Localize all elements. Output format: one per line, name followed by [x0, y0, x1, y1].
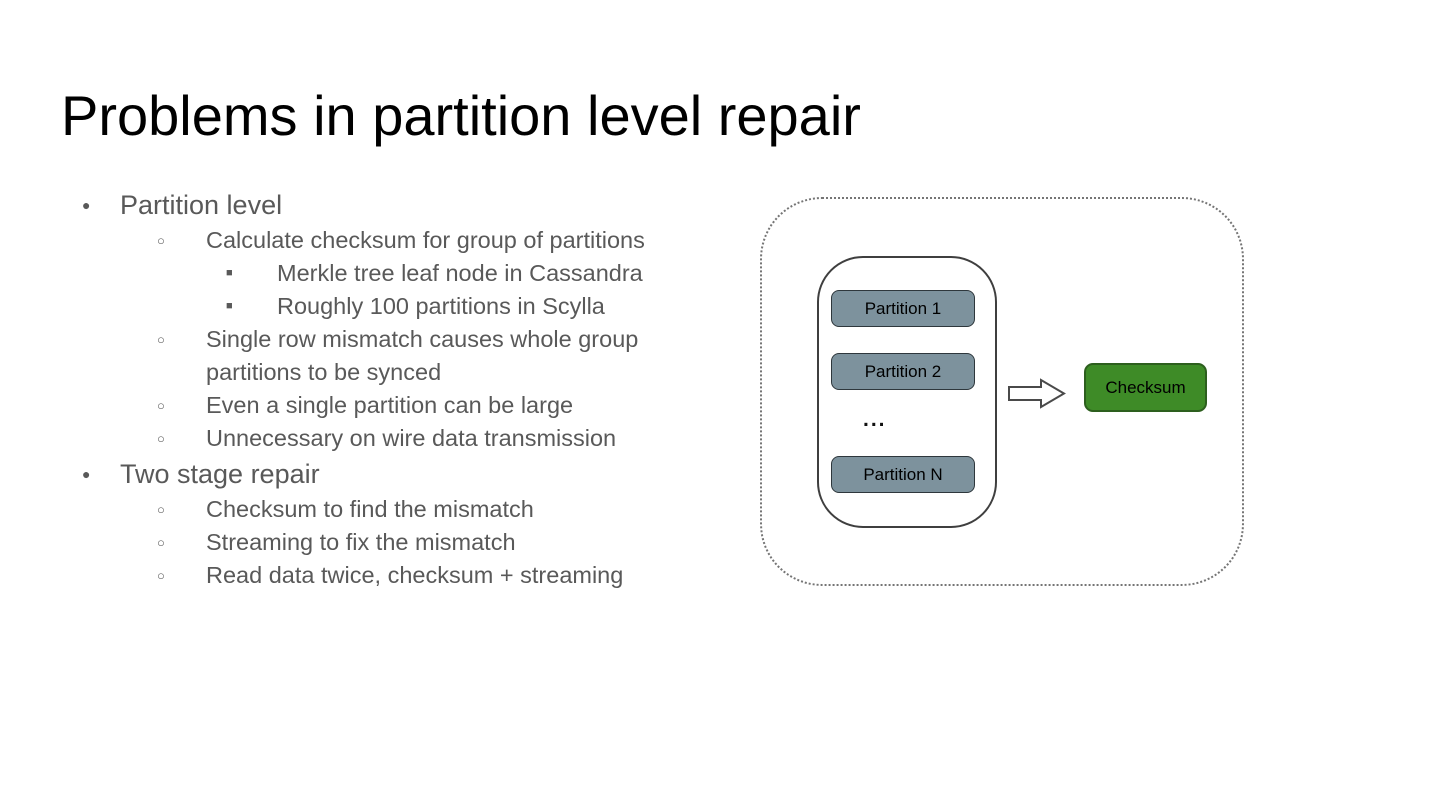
checksum-label: Checksum: [1105, 377, 1186, 397]
slide-title: Problems in partition level repair: [61, 84, 861, 147]
list-item: ○ Unnecessary on wire data transmission: [157, 422, 720, 455]
list-item: ○ Read data twice, checksum + streaming: [157, 559, 720, 592]
diagram-dotted-frame: [760, 197, 1244, 586]
partition-2-label: Partition 2: [864, 361, 942, 381]
bullet-circle-icon: ○: [157, 535, 165, 550]
list-item: ○ Streaming to fix the mismatch: [157, 526, 720, 559]
list-item-text: Even a single partition can be large: [206, 392, 574, 418]
list-item: ○ Calculate checksum for group of partit…: [157, 224, 720, 257]
list-item: ○ Even a single partition can be large: [157, 389, 720, 422]
list-item-text: Unnecessary on wire data transmission: [206, 425, 617, 451]
list-item: ○ Single row mismatch causes whole group…: [157, 323, 720, 389]
arrow-right-icon: [1008, 378, 1066, 409]
bullet-circle-icon: ○: [157, 233, 165, 248]
bullet-circle-icon: ○: [157, 431, 165, 446]
bullet-circle-icon: ○: [157, 502, 165, 517]
list-item: ■ Roughly 100 partitions in Scylla: [226, 290, 720, 323]
partition-n-label: Partition N: [863, 464, 943, 484]
list-item: ■ Merkle tree leaf node in Cassandra: [226, 257, 720, 290]
list-item-text: Streaming to fix the mismatch: [206, 529, 516, 555]
checksum-box: Checksum: [1084, 363, 1207, 412]
list-item: ● Two stage repair: [82, 455, 720, 493]
bullet-circle-icon: ○: [157, 332, 165, 347]
bullet-list: ● Partition level ○ Calculate checksum f…: [0, 186, 720, 592]
bullet-disc-icon: ●: [82, 197, 91, 213]
bullet-square-icon: ■: [226, 267, 233, 279]
list-item-text: Two stage repair: [120, 459, 320, 489]
list-item-text: Read data twice, checksum + streaming: [206, 562, 624, 588]
bullet-circle-icon: ○: [157, 398, 165, 413]
bullet-square-icon: ■: [226, 300, 233, 312]
list-item-text: Single row mismatch causes whole group p…: [206, 326, 639, 385]
partition-2-box: Partition 2: [831, 353, 975, 390]
partition-n-box: Partition N: [831, 456, 975, 493]
list-item-text: Calculate checksum for group of partitio…: [206, 227, 645, 253]
partition-1-box: Partition 1: [831, 290, 975, 327]
list-item-text: Checksum to find the mismatch: [206, 496, 534, 522]
bullet-circle-icon: ○: [157, 568, 165, 583]
list-item: ○ Checksum to find the mismatch: [157, 493, 720, 526]
list-item-text: Merkle tree leaf node in Cassandra: [277, 260, 643, 286]
list-item: ● Partition level: [82, 186, 720, 224]
list-item-text: Roughly 100 partitions in Scylla: [277, 293, 605, 319]
ellipsis-text: ...: [863, 408, 887, 431]
partition-1-label: Partition 1: [864, 298, 942, 318]
list-item-text: Partition level: [120, 190, 283, 220]
bullet-disc-icon: ●: [82, 466, 91, 482]
